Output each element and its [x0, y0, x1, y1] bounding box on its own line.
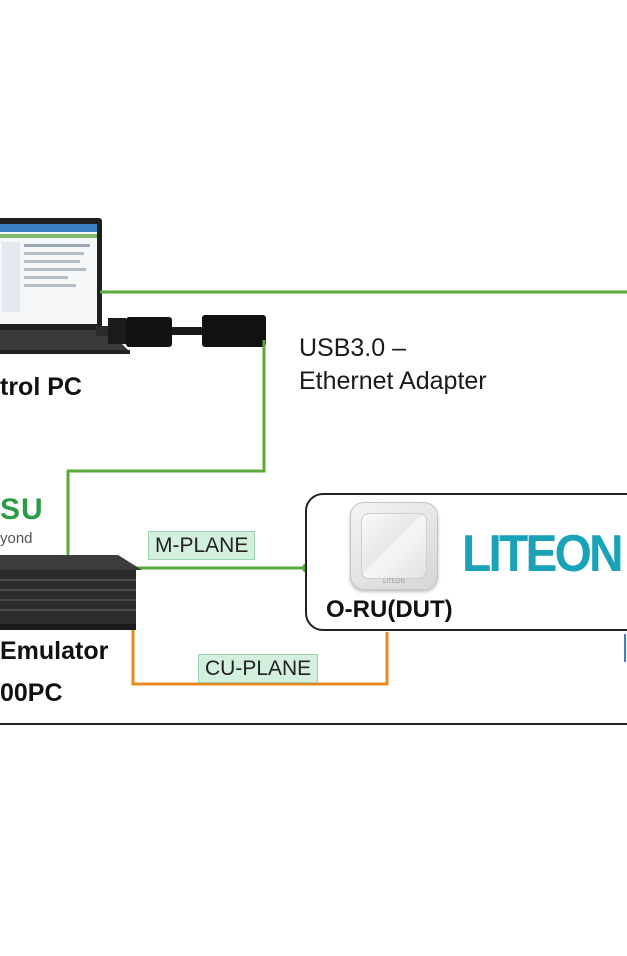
radio-unit-icon: LITEON: [350, 502, 438, 590]
emulator-label-line1: Emulator: [0, 637, 109, 665]
emulator-brand-tagline: yond: [0, 530, 33, 547]
oru-label: O-RU(DUT): [326, 596, 453, 623]
cu-plane-line: [131, 618, 389, 686]
usb-adapter-label-line1: USB3.0 –: [299, 334, 407, 362]
radio-unit-brandmark: LITEON: [383, 579, 405, 585]
usb-adapter-label-line2: Ethernet Adapter: [299, 367, 487, 395]
adapter-ethernet-line: [66, 340, 266, 568]
m-plane-tag: M-PLANE: [148, 531, 256, 560]
liteon-logo: LITEON: [462, 525, 624, 583]
radio-unit-face: [361, 513, 427, 579]
emulator-label-line2: 00PC: [0, 679, 63, 707]
usb-adapter-label: USB3.0 – Ethernet Adapter: [299, 332, 487, 398]
cu-plane-tag: CU-PLANE: [198, 654, 319, 683]
laptop-icon: [0, 218, 130, 354]
emulator-brand-logo: SU: [0, 493, 44, 526]
control-pc-label: trol PC: [0, 373, 82, 401]
emulator-chassis-icon: [0, 555, 142, 630]
usb-adapter-icon: [96, 315, 266, 347]
